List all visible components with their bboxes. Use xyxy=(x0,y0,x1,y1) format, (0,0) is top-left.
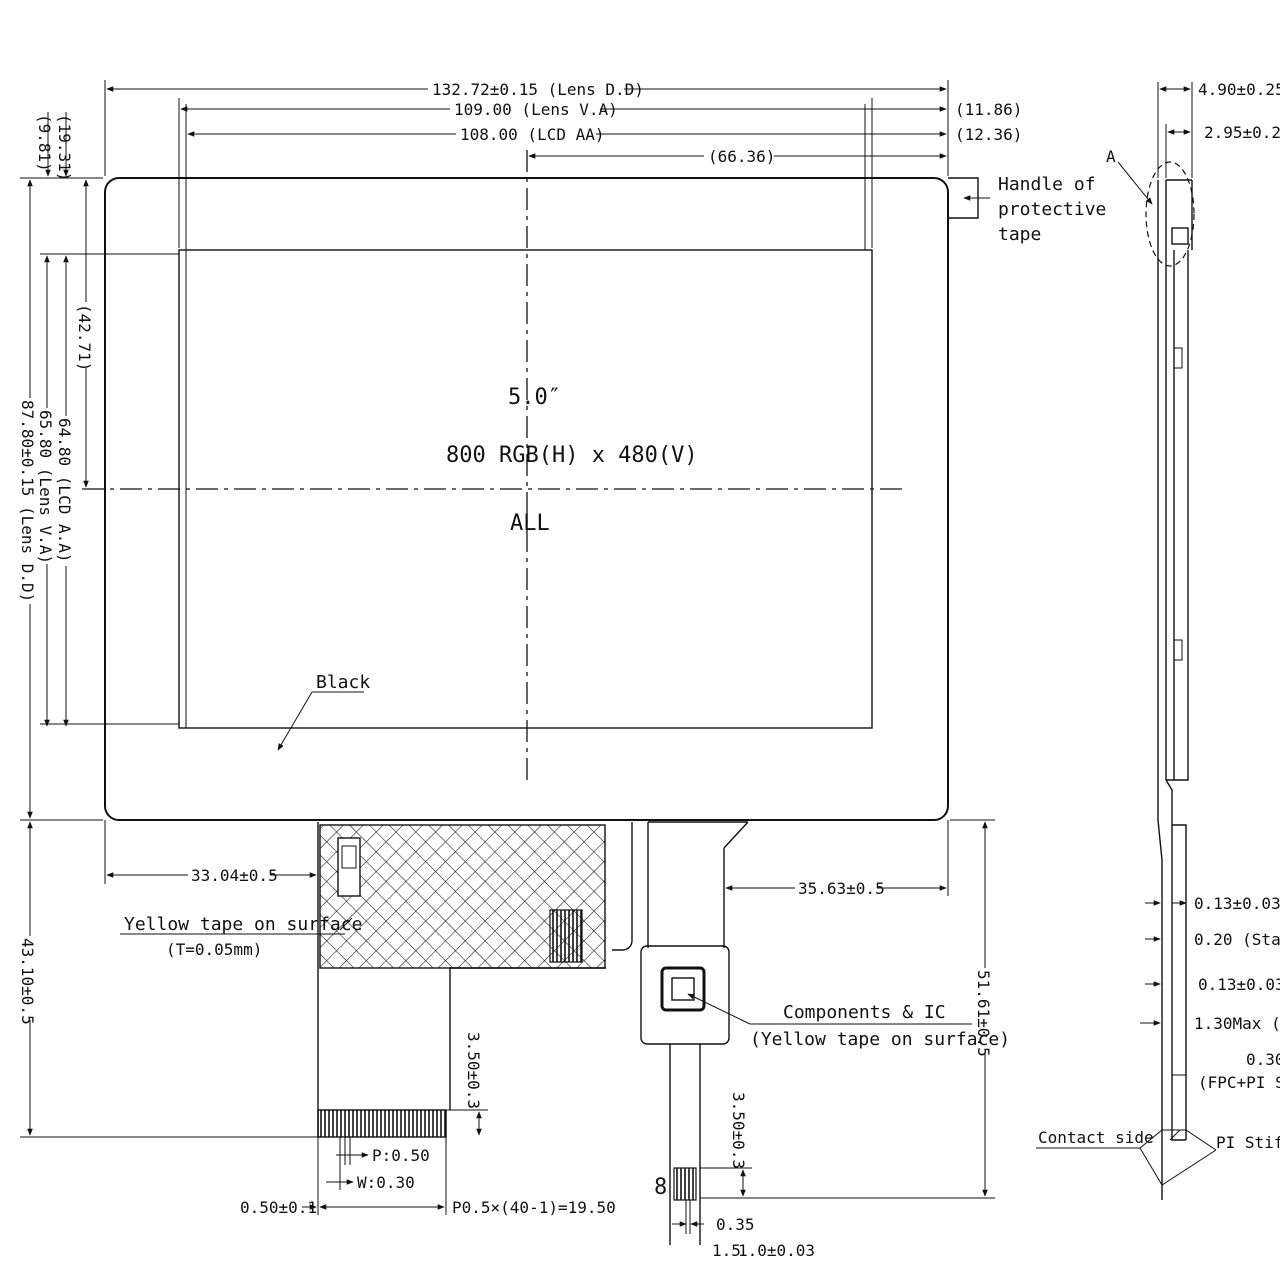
yellow-tape-thickness: (T=0.05mm) xyxy=(166,940,262,959)
left-dimensions: 87.80±0.15 (Lens D.D) 65.80 (Lens V.A) 6… xyxy=(18,112,320,1138)
dim-offset-6636: (66.36) xyxy=(708,147,775,166)
dim-fpc-left-offset: 33.04±0.5 xyxy=(191,866,278,885)
dim-side-295: 2.95±0.2 xyxy=(1204,123,1280,142)
dim-side-490: 4.90±0.25 xyxy=(1198,80,1280,99)
dim-lcd-aa-height: 64.80 (LCD A.A) xyxy=(55,418,74,563)
resolution-text: 800 RGB(H) x 480(V) xyxy=(446,443,698,468)
handle-note-line3: tape xyxy=(998,224,1041,245)
dim-lens-dd-height: 87.80±0.15 (Lens D.D) xyxy=(18,400,37,602)
fpc: 33.04±0.5 35.63±0.5 51.61±0.5 3.50±0.3 3… xyxy=(104,819,1010,1260)
dim-lens-va-height: 65.80 (Lens V.A) xyxy=(36,410,55,564)
side-view: A 4.90±0.25 2.95±0.2 0.13±0.03 0.20 (Sta… xyxy=(1036,80,1280,1200)
dim-tail-contact-len-b: 3.50±0.3 xyxy=(729,1092,748,1169)
yellow-tape-note: Yellow tape on surface xyxy=(124,914,362,935)
pi-stiffener-label: PI Stif xyxy=(1216,1133,1280,1152)
detail-a-ellipse xyxy=(1145,161,1195,267)
dim-fpc-right-offset: 35.63±0.5 xyxy=(798,879,885,898)
handle-note-line2: protective xyxy=(998,199,1106,220)
dim-tail-contact-len-a: 3.50±0.3 xyxy=(464,1032,483,1109)
dim-tail-103: 1.0±0.03 xyxy=(738,1241,815,1260)
dim-lens-va-width: 109.00 (Lens V.A) xyxy=(454,100,618,119)
dim-lcd-aa-width: 108.00 (LCD AA) xyxy=(460,125,605,144)
tail-contacts xyxy=(673,1167,697,1201)
dim-tail-035: 0.35 xyxy=(716,1215,755,1234)
top-dimensions: 132.72±0.15 (Lens D.D) 109.00 (Lens V.A)… xyxy=(104,78,1022,248)
dim-offset-4271: (42.71) xyxy=(75,304,94,371)
dim-edge: 0.50±0.1 xyxy=(240,1198,317,1217)
components-tape-note: (Yellow tape on surface) xyxy=(750,1029,1010,1050)
dim-pitch-total: P0.5×(40-1)=19.50 xyxy=(452,1198,616,1217)
all-text: ALL xyxy=(510,511,550,536)
dim-fpc-right-height: 51.61±0.5 xyxy=(974,970,993,1057)
dim-side-fpc-pi: (FPC+PI S xyxy=(1198,1073,1280,1092)
dim-side-013b: 0.13±0.03 xyxy=(1198,975,1280,994)
detail-a-label: A xyxy=(1106,147,1116,166)
handle-note-line1: Handle of xyxy=(998,174,1096,195)
front-view: 5.0″ 800 RGB(H) x 480(V) ALL Black Handl… xyxy=(40,104,1106,821)
dim-side-013a: 0.13±0.03 xyxy=(1194,894,1280,913)
dim-pin-width: W:0.30 xyxy=(357,1173,415,1192)
tail-pin-count: 8 xyxy=(654,1175,667,1200)
contact-side-label: Contact side xyxy=(1038,1128,1154,1147)
fpc-contacts xyxy=(317,1109,447,1138)
black-label: Black xyxy=(316,672,370,693)
display-size-text: 5.0″ xyxy=(508,385,561,410)
dim-side-030: 0.30 xyxy=(1246,1050,1280,1069)
dim-offset-1236: (12.36) xyxy=(955,125,1022,144)
dim-side-130: 1.30Max (C xyxy=(1194,1014,1280,1033)
dim-offset-981: (9.81) xyxy=(35,114,54,172)
dim-offset-1931: (19.31) xyxy=(55,114,74,181)
dim-lens-dd-width: 132.72±0.15 (Lens D.D) xyxy=(432,80,644,99)
components-note: Components & IC xyxy=(783,1002,946,1023)
ic-board xyxy=(640,945,730,1045)
ic-chip xyxy=(660,966,706,1012)
dim-side-020: 0.20 (Stain xyxy=(1194,930,1280,949)
dim-tail-103-prefix: 1.5 xyxy=(712,1241,741,1260)
dim-pitch: P:0.50 xyxy=(372,1146,430,1165)
dim-offset-1186: (11.86) xyxy=(955,100,1022,119)
dim-fpc-height-left: 43.10±0.5 xyxy=(18,938,37,1025)
